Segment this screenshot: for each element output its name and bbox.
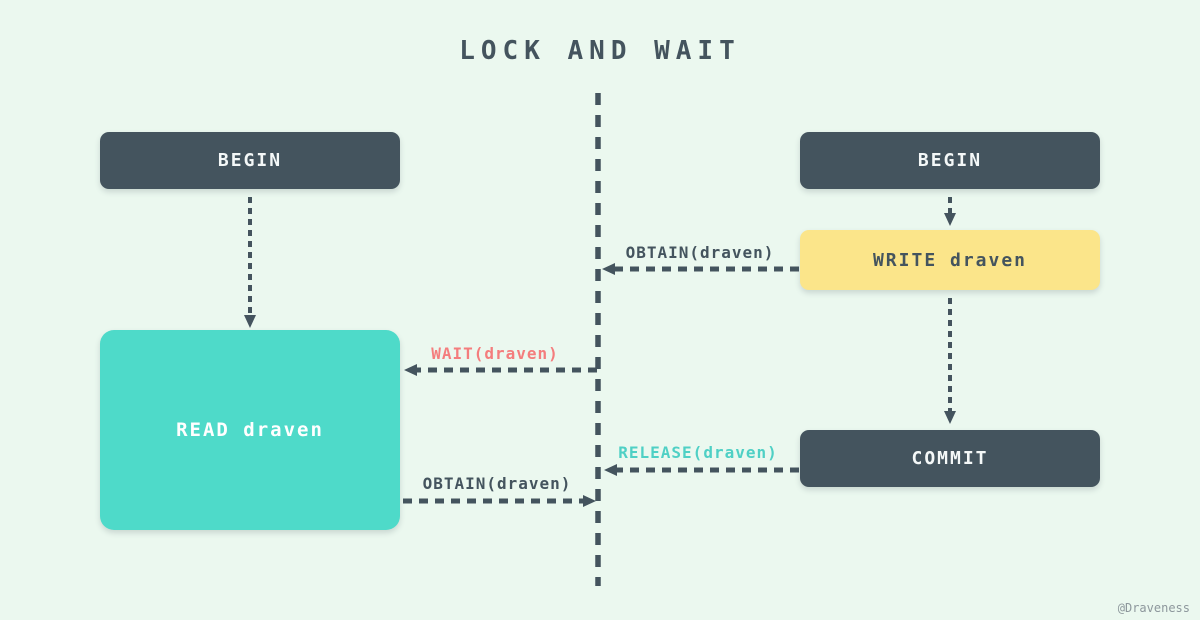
label-obtain-from-write: OBTAIN(draven)	[625, 243, 775, 262]
diagram-title: LOCK AND WAIT	[459, 36, 741, 66]
node-write-draven: WRITE draven	[800, 230, 1100, 290]
label-wait-to-read: WAIT(draven)	[431, 344, 559, 363]
label-obtain-from-read: OBTAIN(draven)	[422, 474, 572, 493]
label-release-from-commit: RELEASE(draven)	[618, 443, 778, 462]
node-begin-left: BEGIN	[100, 132, 400, 189]
node-commit: COMMIT	[800, 430, 1100, 487]
watermark: @Draveness	[1117, 601, 1190, 615]
node-read-draven: READ draven	[100, 330, 400, 530]
node-begin-right: BEGIN	[800, 132, 1100, 189]
